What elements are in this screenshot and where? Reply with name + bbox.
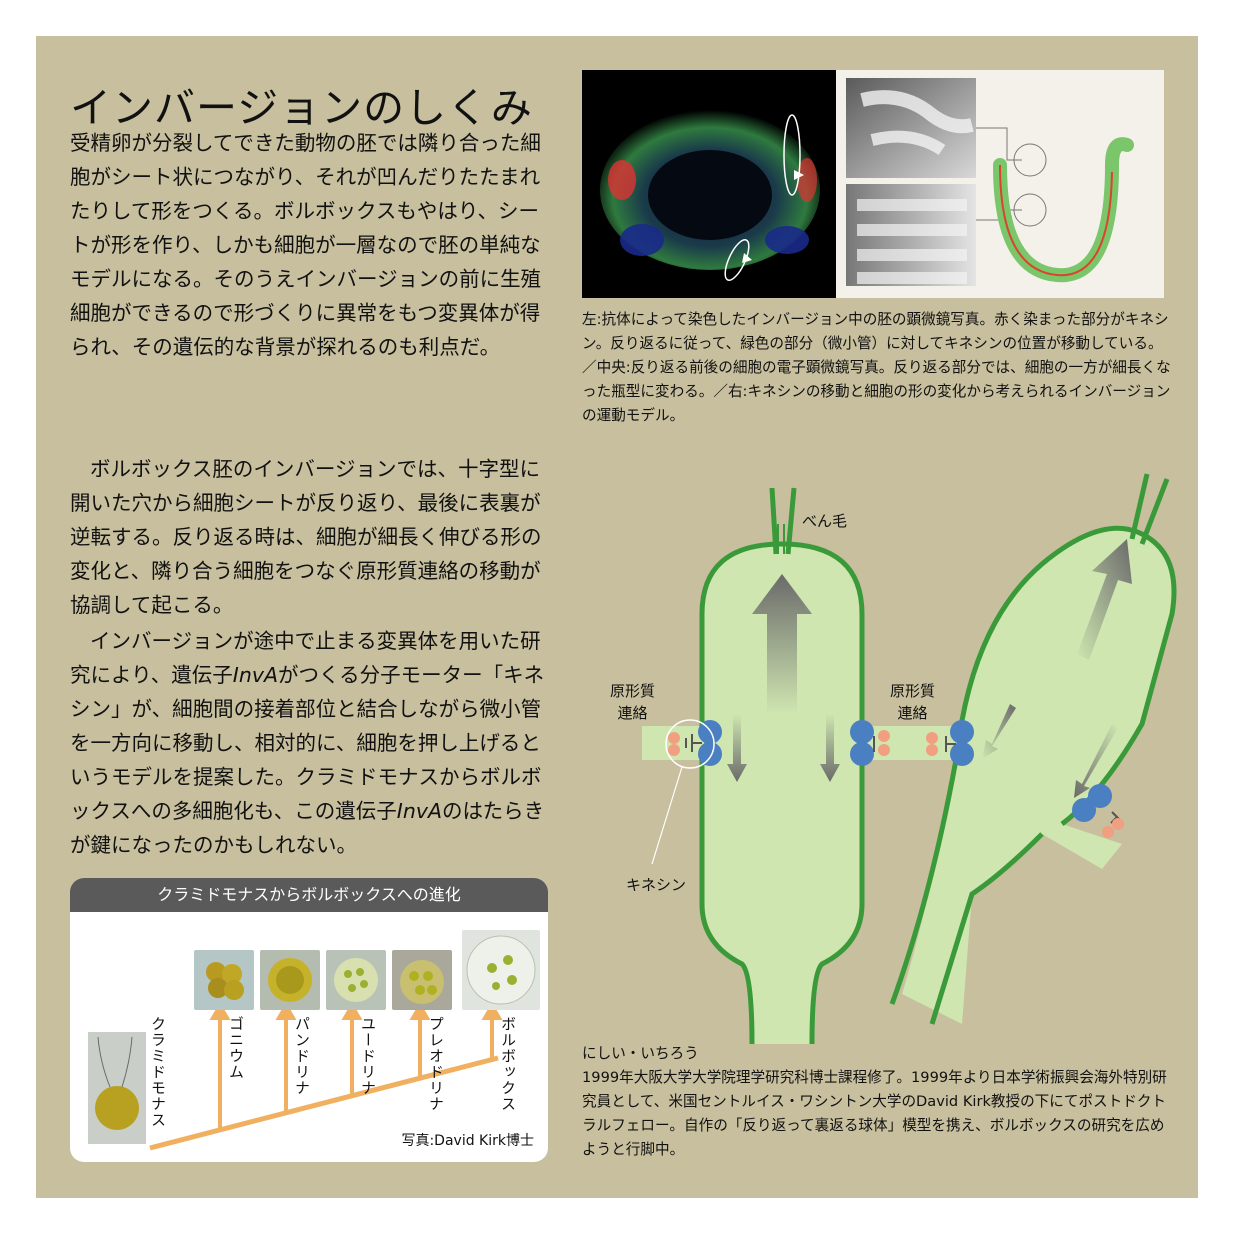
p3-text-1: インバージョンが途中で止まる変異体を用いた研究により、遺伝子 bbox=[70, 629, 541, 687]
evolution-figure: クラミドモナスからボルボックスへの進化 bbox=[70, 878, 548, 1162]
plasmodesmata-label-left: 原形質連絡 bbox=[610, 680, 655, 724]
plasmodesmata-label-right: 原形質連絡 bbox=[890, 680, 935, 724]
author-bio: にしい・いちろう 1999年大阪大学大学院理学研究科博士課程修了。1999年より… bbox=[582, 1042, 1172, 1162]
body-paragraph-3: インバージョンが途中で止まる変異体を用いた研究により、遺伝子InvAがつくる分子… bbox=[70, 624, 554, 862]
flagella-label: べん毛 bbox=[802, 512, 848, 530]
cell-motion-diagram: べん毛 原形質連絡 原形質連絡 キネシン bbox=[562, 424, 1182, 1048]
cell-after bbox=[889, 473, 1177, 1025]
cell-before bbox=[642, 487, 958, 1045]
figure-photos bbox=[582, 70, 1164, 298]
label-gonium: ゴニウム bbox=[227, 1016, 245, 1080]
pleodorina-photo bbox=[392, 950, 452, 1010]
electron-micrograph-before bbox=[846, 78, 976, 178]
gonium-photo bbox=[194, 950, 254, 1010]
label-pandorina: パンドリナ bbox=[293, 1016, 311, 1096]
pandorina-photo bbox=[260, 950, 320, 1010]
plasmodesmata-label-right-line1: 原形質 bbox=[890, 682, 936, 700]
figure-photos-svg bbox=[582, 70, 1134, 298]
gene-name-inva: InvA bbox=[232, 663, 278, 687]
label-chlamydomonas: クラミドモナス bbox=[149, 1016, 167, 1128]
volvox-photo bbox=[462, 930, 540, 1010]
author-name: にしい・いちろう bbox=[582, 1045, 699, 1062]
cell-diagram-svg bbox=[642, 473, 1177, 1045]
fluorescence-micrograph bbox=[582, 70, 836, 298]
gene-name-inva-2: InvA bbox=[396, 799, 442, 823]
evolution-tree-svg bbox=[88, 1002, 503, 1151]
plasmodesmata-label-left-line2: 連絡 bbox=[617, 704, 648, 722]
plasmodesmata-label-right-line2: 連絡 bbox=[897, 704, 928, 722]
electron-micrograph-after bbox=[846, 184, 976, 286]
chlamydomonas-photo bbox=[88, 1032, 146, 1144]
author-bio-text: 1999年大阪大学大学院理学研究科博士課程修了。1999年より日本学術振興会海外… bbox=[582, 1069, 1167, 1158]
figure-caption: 左:抗体によって染色したインバージョン中の胚の顕微鏡写真。赤く染まった部分がキネ… bbox=[582, 311, 1171, 424]
body-paragraph-1: 受精卵が分裂してできた動物の胚では隣り合った細胞がシート状につながり、それが凹ん… bbox=[70, 131, 542, 359]
article-title: インバージョンのしくみ bbox=[70, 84, 533, 132]
p3-text-2: がつくる分子モーター「キネシン」が、細胞間の接着部位と結合しながら微小管を一方向… bbox=[70, 663, 545, 823]
p3-text-3: のはたらきが鍵になったのかもしれない。 bbox=[70, 799, 545, 857]
article-panel: インバージョンのしくみ 受精卵が分裂してできた動物の胚では隣り合った細胞がシート… bbox=[36, 36, 1198, 1198]
body-paragraph-2: ボルボックス胚のインバージョンでは、十字型に開いた穴から細胞シートが反り返り、最… bbox=[70, 457, 542, 617]
eudorina-photo bbox=[326, 950, 386, 1010]
inversion-model-curve bbox=[993, 137, 1134, 283]
label-eudorina: ユードリナ bbox=[359, 1016, 377, 1096]
label-pleodorina: プレオドリナ bbox=[427, 1016, 445, 1112]
kinesin-label: キネシン bbox=[626, 876, 687, 894]
plasmodesmata-label-left-line1: 原形質 bbox=[610, 682, 656, 700]
photo-credit: 写真:David Kirk博士 bbox=[401, 1133, 534, 1149]
label-volvox: ボルボックス bbox=[499, 1016, 517, 1112]
evolution-header: クラミドモナスからボルボックスへの進化 bbox=[70, 878, 548, 912]
